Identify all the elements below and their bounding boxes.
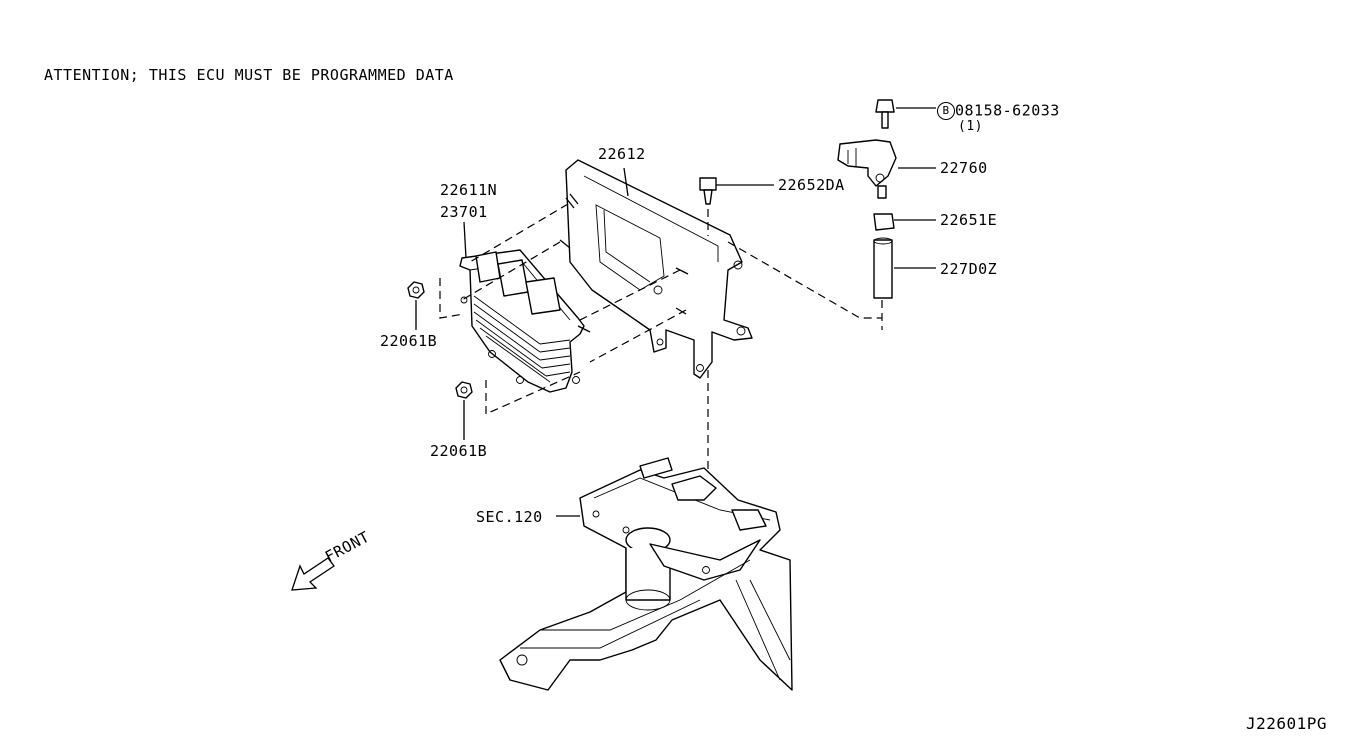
nut-upper-part-number: 22061B (380, 332, 438, 350)
front-arrow-icon (291, 557, 335, 591)
bracket-studs (559, 193, 689, 333)
nut-upper (407, 281, 425, 330)
bracket-part-number: 22612 (598, 145, 646, 163)
leader-lines (463, 167, 629, 259)
section-reference: SEC.120 (476, 508, 543, 526)
screw (699, 177, 774, 205)
ecu-bracket (565, 159, 753, 379)
screw-part-number: 22652DA (778, 176, 845, 194)
hose-clip (873, 213, 936, 231)
ecu-part-number-b: 23701 (440, 203, 488, 221)
clip-part-number: 22651E (940, 211, 998, 229)
vacuum-hose (873, 237, 936, 299)
bolt-quantity: (1) (958, 119, 983, 134)
ecu-module (459, 249, 585, 393)
ecu-part-number-a: 22611N (440, 181, 498, 199)
assembly-dashed-lines (439, 196, 883, 570)
sensor-bolt (875, 99, 936, 129)
bolt-circle-icon: B (937, 102, 955, 120)
diagram-id: J22601PG (1246, 714, 1328, 733)
nut-lower-part-number: 22061B (430, 442, 488, 460)
sensor-part-number: 22760 (940, 159, 988, 177)
intake-manifold (499, 457, 793, 691)
hose-part-number: 227D0Z (940, 260, 998, 278)
bolt-part-number: 08158-62033 (955, 101, 1060, 120)
attention-note: ATTENTION; THIS ECU MUST BE PROGRAMMED D… (44, 66, 454, 84)
nut-lower (455, 381, 473, 440)
pressure-sensor (837, 139, 936, 199)
